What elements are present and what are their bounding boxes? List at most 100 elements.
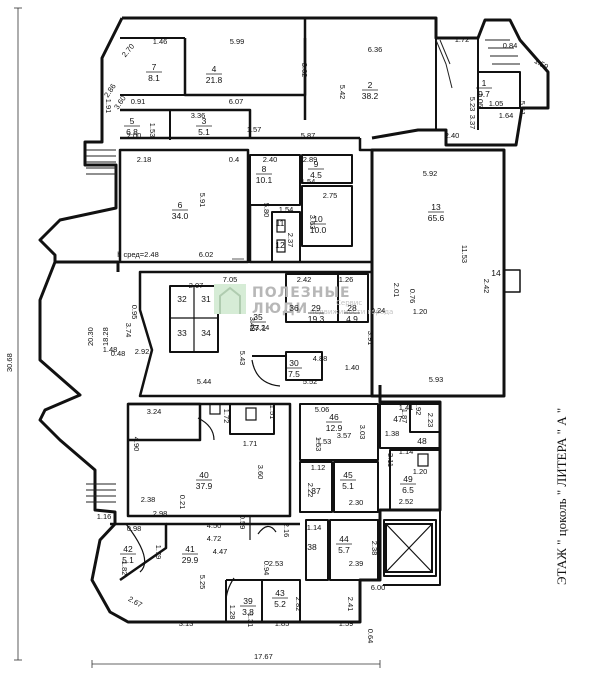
room-2-area: 38.2 [362, 91, 379, 101]
dimension-label: 4.72 [207, 534, 222, 543]
dimension-label: 0.21 [178, 495, 187, 510]
room-43-number: 43 [275, 588, 285, 598]
dimension-label: 3.11 [386, 453, 395, 467]
dimension-label: 1.59 [339, 619, 354, 628]
watermark-line3: Сервис [336, 299, 362, 307]
dimension-label: 1.41 [399, 403, 414, 412]
room-28-number: 28 [347, 303, 357, 313]
room-49-number: 49 [403, 474, 413, 484]
room-47-number: 47 [393, 414, 403, 424]
room-35-area: 27.1 [250, 323, 267, 333]
dimension-label: 5.99 [230, 37, 245, 46]
dimension-label: 3.63 [308, 215, 317, 230]
dimension-label: 2.39 [349, 559, 364, 568]
dimension-label: 0.24 [371, 306, 386, 315]
overall-height: 30.68 [5, 353, 14, 372]
room-43-area: 5.2 [274, 599, 286, 609]
room-30-number: 30 [289, 358, 299, 368]
dimension-label: 1.31 [246, 613, 255, 628]
dimension-label: 3.37 [468, 115, 477, 130]
room-40-number: 40 [199, 470, 209, 480]
overall-width: 17.67 [254, 652, 273, 661]
dimension-label: 2.07 [189, 281, 204, 290]
room-32-number: 32 [177, 294, 187, 304]
dimension-label: 3.13 [179, 619, 194, 628]
room-9-number: 9 [314, 159, 319, 169]
dimension-label: 5.52 [303, 377, 318, 386]
dimension-label: 1.54 [279, 205, 294, 214]
dimension-label: 2.40 [445, 131, 460, 140]
room-37-number: 37 [311, 486, 321, 496]
dimension-label: 2.37 [286, 233, 295, 248]
dimension-label: 3.91 [366, 331, 375, 346]
dimension-label: 0.48 [111, 349, 126, 358]
room-10-area: 10.0 [310, 225, 327, 235]
dimension-label: 4.88 [313, 354, 328, 363]
room-2-number: 2 [368, 80, 373, 90]
room-29-area: 19.3 [308, 314, 325, 324]
dimension-label: 3.57 [337, 431, 352, 440]
dimension-label: 1.12 [311, 463, 326, 472]
dimension-label: 5.87 [301, 131, 316, 140]
dimension-label: 1.20 [413, 467, 428, 476]
dimension-label: 5.25 [198, 575, 207, 590]
dimension-label: 6.07 [229, 97, 244, 106]
dimension-label: 7.05 [223, 275, 238, 284]
dimension-label: 2.41 [346, 597, 355, 612]
room-44-area: 5.7 [338, 545, 350, 555]
dimension-label: 1.71 [243, 439, 258, 448]
dimension-label: 5.42 [338, 85, 347, 100]
dimension-label: 0.76 [408, 289, 417, 304]
dimension-label: 1.79 [154, 545, 163, 560]
room-4-area: 21.8 [206, 75, 223, 85]
dimension-label: 5.06 [315, 405, 330, 414]
dimension-label: 1.82 [120, 561, 129, 576]
room-49-area: 6.5 [402, 485, 414, 495]
room-48-number: 48 [417, 436, 427, 446]
room-40-area: 37.9 [196, 481, 213, 491]
dimension-label: 2.18 [137, 155, 152, 164]
dimension-label: 3.48 [248, 317, 257, 332]
room-6-number: 6 [178, 200, 183, 210]
room-6-area: 34.0 [172, 211, 189, 221]
dimension-label: 1.57 [247, 125, 262, 134]
dimension-label: 0.91 [131, 97, 146, 106]
dimension-label: 3.74 [124, 323, 133, 338]
room-36-number: 36 [289, 303, 299, 313]
room-41-area: 29.9 [182, 555, 199, 565]
dimension-label: 3.60 [256, 465, 265, 480]
dimension-label: 0.59 [238, 515, 247, 530]
room-14-number: 14 [491, 268, 501, 278]
dimension-label: 2.53 [269, 559, 284, 568]
left-inner-dim: 20.30 [86, 327, 95, 346]
dimension-label: 5.91 [198, 193, 207, 208]
room-1-area: 9.7 [478, 89, 490, 99]
dimension-label: 1.91 [104, 99, 113, 114]
dimension-label: 1.38 [385, 429, 400, 438]
dimension-label: 1.26 [339, 275, 354, 284]
watermark-line1: ПОЛЕЗНЫЕ [252, 285, 351, 301]
dimension-lines [14, 7, 381, 668]
walls [38, 16, 550, 624]
dimension-label: 3.03 [358, 425, 367, 440]
room-3-number: 3 [202, 116, 207, 126]
dimension-label: 11.53 [460, 245, 469, 263]
dimension-label: 2.16 [282, 523, 291, 538]
dimension-label: 0.84 [503, 41, 518, 50]
dimension-label: 2.30 [349, 498, 364, 507]
watermark: ПОЛЕЗНЫЕ ЛЮДИ Сервис недвижимости города [214, 284, 393, 317]
left-inner-dim-2: 18.28 [101, 327, 110, 346]
room-8-number: 8 [262, 164, 267, 174]
dimension-label: 1.46 [153, 37, 168, 46]
dimension-label: 2.52 [399, 497, 414, 506]
dimension-label: 1.14 [399, 447, 414, 456]
floor-label: ЭТАЖ " цоколь " ЛИТЕРА " А " [554, 408, 569, 585]
dimension-label: 2.00 [127, 131, 142, 140]
dimension-label: 2.01 [392, 283, 401, 298]
dimension-label: 1.51 [268, 405, 277, 420]
dimension-label: h сред=2.48 [117, 250, 159, 259]
dimension-label: 0.64 [366, 629, 375, 644]
dimension-label: 2.23 [426, 413, 435, 428]
room-12-number: 12 [275, 240, 285, 250]
dimension-label: 0.98 [127, 524, 142, 533]
